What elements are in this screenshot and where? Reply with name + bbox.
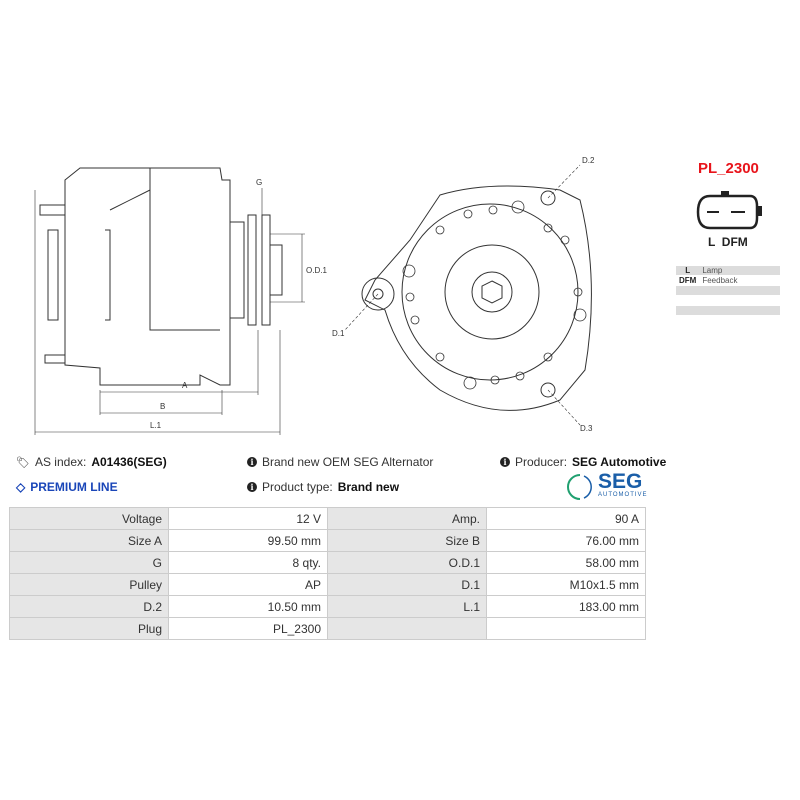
spec-value: 76.00 mm	[486, 529, 646, 552]
pin-desc	[699, 295, 780, 306]
info-icon: i	[247, 457, 257, 467]
plug-title: PL_2300	[698, 160, 759, 177]
label-od1: O.D.1	[306, 266, 327, 275]
spec-value: AP	[168, 573, 328, 596]
spec-value: 58.00 mm	[486, 551, 646, 574]
producer-value: SEG Automotive	[572, 455, 667, 469]
label-b: B	[160, 402, 165, 411]
spec-label: Amp.	[327, 507, 487, 530]
logo-name: SEG	[598, 470, 643, 493]
spec-label: Size B	[327, 529, 487, 552]
pin-desc: Feedback	[699, 275, 780, 286]
spec-label: Voltage	[9, 507, 169, 530]
spec-value: 99.50 mm	[168, 529, 328, 552]
label-d3: D.3	[580, 424, 593, 433]
diamond-icon: ◇	[16, 480, 26, 494]
pin-key	[676, 295, 700, 306]
product-type: i Product type: Brand new	[247, 480, 399, 494]
as-index: 🏷 AS index: A01436(SEG)	[16, 455, 167, 469]
alternator-technical-drawing: G O.D.1 A B L.1 D.1 D.2 D.3	[34, 156, 595, 435]
label-d1: D.1	[332, 329, 345, 338]
info-icon: i	[500, 457, 510, 467]
pin-desc	[699, 305, 780, 316]
logo-sub: AUTOMOTIVE	[598, 492, 648, 498]
spec-label: D.2	[9, 595, 169, 618]
as-index-label: AS index:	[34, 455, 87, 469]
product-type-value: Brand new	[337, 480, 400, 494]
spec-value	[486, 617, 646, 640]
spec-value: PL_2300	[168, 617, 328, 640]
spec-label: D.1	[327, 573, 487, 596]
pin-key	[676, 285, 700, 296]
pin-key: DFM	[676, 275, 700, 286]
plug-terminals: L DFM	[708, 235, 748, 249]
spec-value: 10.50 mm	[168, 595, 328, 618]
oem-text: Brand new OEM SEG Alternator	[262, 455, 434, 469]
product-type-label: Product type:	[262, 480, 333, 494]
label-d2: D.2	[582, 156, 595, 165]
producer: i Producer: SEG Automotive	[500, 455, 666, 469]
spec-value: M10x1.5 mm	[486, 573, 646, 596]
label-g: G	[256, 178, 262, 187]
producer-label: Producer:	[515, 455, 568, 469]
plug-connector-icon	[696, 191, 762, 230]
tag-icon: 🏷	[16, 456, 30, 469]
label-a: A	[182, 381, 188, 390]
label-l1: L.1	[150, 421, 162, 430]
oem-note: i Brand new OEM SEG Alternator	[247, 455, 433, 469]
spec-value: 8 qty.	[168, 551, 328, 574]
spec-label: Plug	[9, 617, 169, 640]
spec-value: 183.00 mm	[486, 595, 646, 618]
as-index-value: A01436(SEG)	[91, 455, 167, 469]
spec-label: Pulley	[9, 573, 169, 596]
pin-desc: Lamp	[699, 266, 780, 276]
seg-logo: SEG AUTOMOTIVE	[566, 470, 650, 502]
spec-label	[327, 617, 487, 640]
spec-label: G	[9, 551, 169, 574]
premium-line: ◇ PREMIUM LINE	[16, 480, 118, 494]
premium-label: PREMIUM LINE	[30, 480, 118, 494]
spec-value: 12 V	[168, 507, 328, 530]
spec-value: 90 A	[486, 507, 646, 530]
pin-key	[676, 305, 700, 316]
pin-desc	[699, 285, 780, 296]
info-icon: i	[247, 482, 257, 492]
spec-label: L.1	[327, 595, 487, 618]
spec-label: O.D.1	[327, 551, 487, 574]
pin-key: L	[676, 266, 700, 276]
spec-label: Size A	[9, 529, 169, 552]
